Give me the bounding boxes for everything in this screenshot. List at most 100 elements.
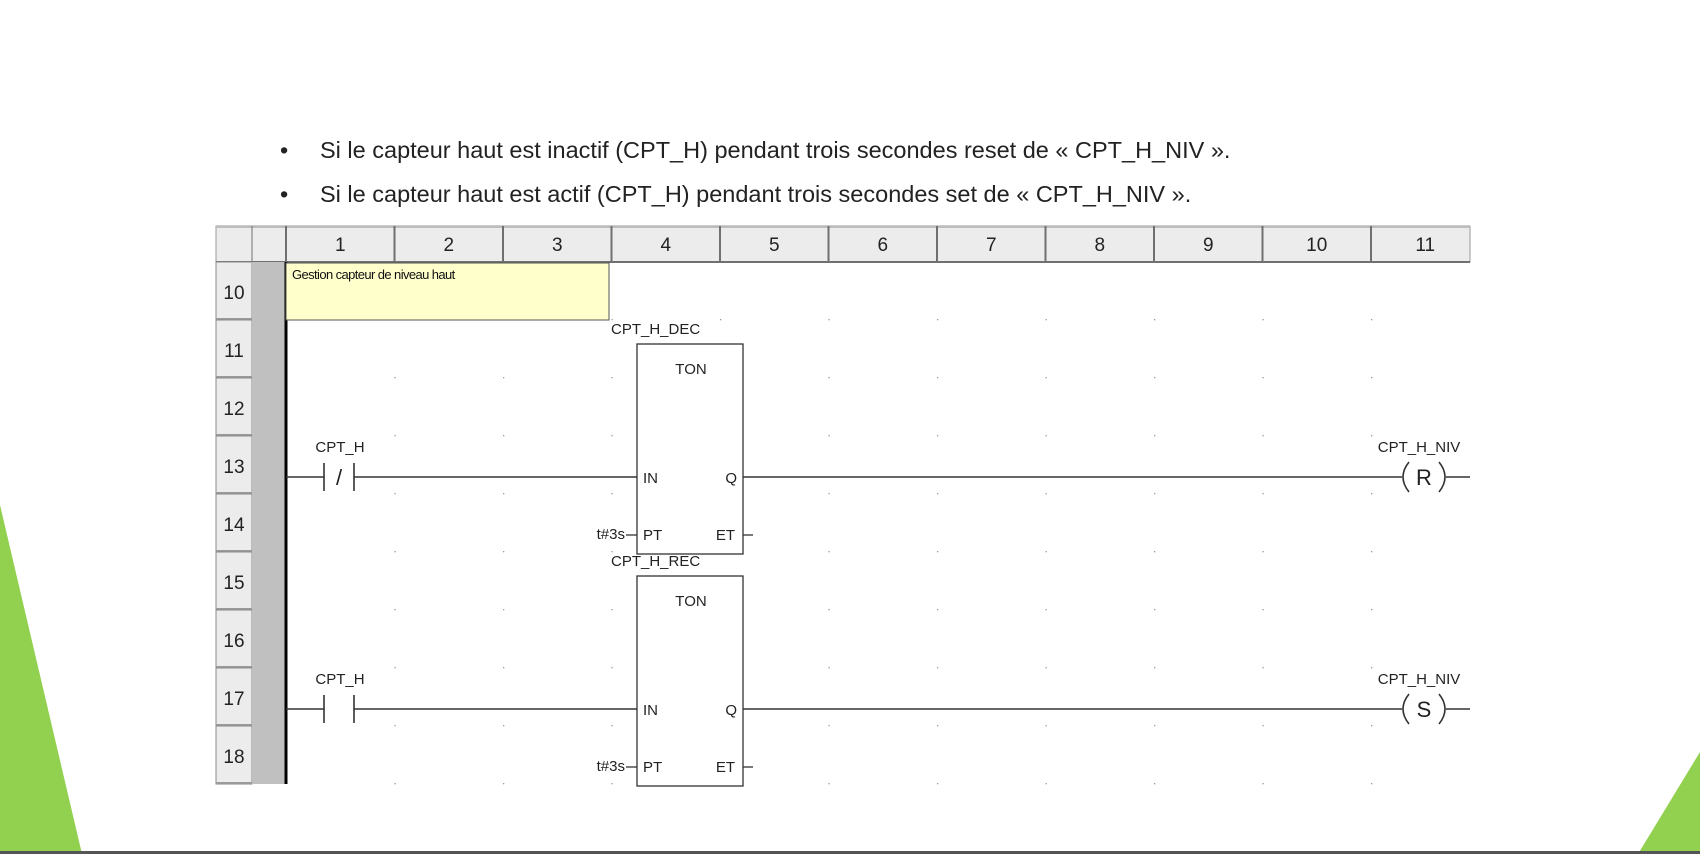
grid-dot [611,493,613,495]
grid-dot [828,319,830,321]
grid-dot [828,783,830,785]
row-number: 12 [223,399,244,420]
grid-dot [1262,609,1264,611]
coil-right-arc [1438,693,1446,725]
contact-label: CPT_H [315,439,364,456]
grid-dot [611,377,613,379]
row-header-cell [215,551,253,611]
grid-dot [828,609,830,611]
green-triangle-left [0,505,82,854]
row-header-cell [215,261,253,321]
grid-dot [1154,377,1156,379]
grid-dot [503,551,505,553]
grid-dot [1154,319,1156,321]
column-header: 7 [986,235,997,256]
timer-pin-q: Q [725,470,737,487]
grid-dot [1262,551,1264,553]
grid-dot [503,493,505,495]
column-header: 3 [552,235,563,256]
grid-dot [1262,667,1264,669]
grid-dot [1154,609,1156,611]
bullet-list: • Si le capteur haut est inactif (CPT_H)… [280,128,1230,216]
grid-dot [937,319,939,321]
row-number: 18 [223,747,244,768]
grid-dot [611,667,613,669]
grid-dot [503,377,505,379]
comment-box [285,262,610,321]
column-header: 10 [1306,235,1327,256]
row-number: 15 [223,573,244,594]
comment-text: Gestion capteur de niveau haut [292,267,456,282]
bullet-item: • Si le capteur haut est inactif (CPT_H)… [280,128,1230,172]
coil-symbol: S [1417,697,1432,722]
grid-dot [937,667,939,669]
bullet-text: Si le capteur haut est inactif (CPT_H) p… [320,137,1231,163]
grid-dot [828,667,830,669]
grid-dot [611,319,613,321]
column-header: 4 [660,235,671,256]
green-triangle-right [1638,752,1700,854]
grid-dot [937,783,939,785]
grid-dot [1154,551,1156,553]
row-number: 13 [223,457,244,478]
grid-dot [1045,493,1047,495]
left-rail-band [252,262,286,784]
column-header-bar [215,225,1471,263]
grid-dot [1045,377,1047,379]
grid-dot [1371,319,1373,321]
grid-dot [1262,377,1264,379]
timer-type: TON [675,361,706,378]
column-header: 1 [335,235,346,256]
row-header-cell [215,493,253,553]
timer-type: TON [675,593,706,610]
row-number: 16 [223,631,244,652]
grid-dot [1154,667,1156,669]
grid-dot [828,377,830,379]
timer-pin-in: IN [643,470,658,487]
grid-dot [1371,493,1373,495]
grid-dot [828,551,830,553]
grid-dot [937,493,939,495]
column-header: 2 [443,235,454,256]
grid-dot [611,783,613,785]
grid-dot [503,667,505,669]
grid-dot [937,377,939,379]
column-header: 5 [769,235,780,256]
grid-dot [1262,435,1264,437]
grid-dot [611,551,613,553]
grid-dot [1045,609,1047,611]
grid-dot [1371,725,1373,727]
grid-dot [1371,667,1373,669]
grid-dot [720,319,722,321]
row-number: 11 [224,341,244,362]
grid-dot [1371,551,1373,553]
grid-dot [394,609,396,611]
timer-preset: t#3s [597,758,625,775]
grid-dot [1371,609,1373,611]
bullet-text: Si le capteur haut est actif (CPT_H) pen… [320,181,1192,207]
grid-dot [1154,493,1156,495]
bullet-item: • Si le capteur haut est actif (CPT_H) p… [280,172,1230,216]
timer-pin-et: ET [716,527,735,544]
grid-dot [503,435,505,437]
contact-symbol: / [336,465,343,490]
timer-instance-name: CPT_H_REC [611,553,700,570]
grid-dot [503,609,505,611]
timer-preset: t#3s [597,526,625,543]
timer-instance-name: CPT_H_DEC [611,321,700,338]
column-header: 6 [877,235,888,256]
grid-dot [1045,319,1047,321]
slide-bottom-border [0,851,1700,854]
grid-dot [1154,783,1156,785]
grid-dot [394,377,396,379]
grid-dot [937,609,939,611]
grid-dot [394,667,396,669]
row-header-cell [215,435,253,495]
grid-dot [937,435,939,437]
column-header: 11 [1415,235,1435,256]
row-number: 10 [223,283,244,304]
